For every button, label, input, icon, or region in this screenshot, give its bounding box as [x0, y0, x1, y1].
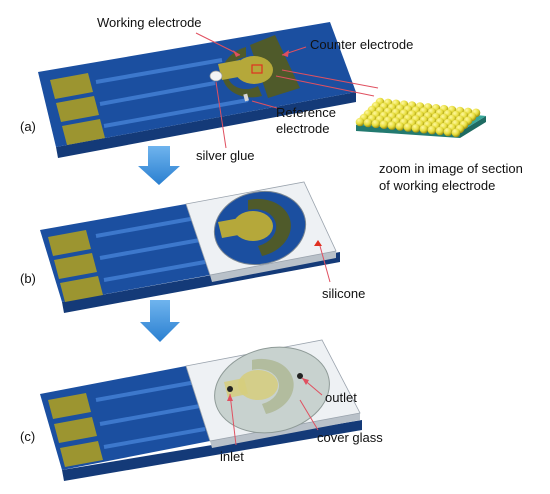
- nanosphere: [411, 124, 421, 133]
- counter-electrode-arc: [252, 358, 294, 414]
- working-electrode-lead: [218, 218, 244, 238]
- trace: [99, 81, 216, 106]
- panel-a-device: [38, 22, 356, 158]
- label-cover-glass: cover glass: [317, 430, 383, 445]
- substrate-side: [56, 92, 356, 158]
- trace: [95, 58, 223, 84]
- nanosphere: [427, 125, 437, 135]
- leader-line: [319, 245, 331, 283]
- working-electrode-disk: [235, 56, 273, 84]
- panel-label-b: (b): [20, 271, 36, 286]
- label-zoom-line1: zoom in image of section: [379, 161, 523, 176]
- nanosphere: [443, 127, 453, 137]
- label-silver-glue: silver glue: [196, 148, 255, 163]
- nanosphere: [371, 119, 381, 129]
- panel-c-device: [40, 339, 362, 481]
- panel-label-a: (a): [20, 119, 36, 134]
- label-reference-electrode-line1: Reference: [276, 105, 336, 120]
- nanosphere: [379, 120, 389, 129]
- label-inlet: inlet: [220, 449, 244, 464]
- trace: [99, 238, 201, 260]
- label-zoom-line2: of working electrode: [379, 178, 496, 193]
- trace: [103, 260, 206, 282]
- reference-electrode: [243, 93, 249, 102]
- inlet-port: [227, 386, 233, 392]
- process-arrow: [138, 146, 180, 185]
- zoom-marker: [251, 64, 263, 74]
- label-outlet: outlet: [325, 390, 357, 405]
- leader-arrowhead: [233, 50, 240, 57]
- nanosphere: [435, 126, 445, 136]
- outlet-port: [297, 373, 303, 379]
- substrate-side: [62, 420, 362, 481]
- contact-pad: [48, 393, 91, 419]
- label-working-electrode: Working electrode: [97, 15, 202, 30]
- label-silicone: silicone: [322, 286, 366, 301]
- label-reference-electrode-line2: electrode: [276, 121, 330, 136]
- process-arrow: [140, 300, 180, 342]
- panel-label-c: (c): [20, 429, 36, 444]
- nanosphere: [419, 124, 429, 134]
- working-electrode-lead: [224, 378, 248, 398]
- panel-b-device: [40, 181, 340, 313]
- nanosphere: [355, 117, 365, 127]
- contact-pad: [60, 276, 103, 302]
- nanosphere: [403, 123, 413, 132]
- leader-lines-a: [195, 32, 379, 149]
- counter-electrode-arc: [222, 47, 262, 98]
- trace: [99, 404, 201, 426]
- trace: [95, 216, 197, 238]
- contact-pad: [54, 417, 97, 443]
- nanosphere: [387, 121, 397, 130]
- trace: [103, 427, 206, 449]
- trace: [95, 380, 197, 402]
- leader-arrowhead: [227, 394, 233, 401]
- counter-electrode: [250, 35, 300, 98]
- leader-arrowhead: [282, 50, 289, 57]
- contact-pad: [60, 441, 103, 467]
- nanosphere: [395, 122, 405, 131]
- silver-glue-dot: [209, 70, 223, 82]
- counter-electrode-arc: [248, 198, 291, 256]
- leader-arrowhead: [302, 378, 309, 385]
- silicone-frame-side: [210, 251, 336, 282]
- contact-pad: [62, 119, 105, 145]
- nanosphere: [363, 118, 373, 128]
- label-counter-electrode: Counter electrode: [310, 37, 414, 52]
- zoom-base-side: [460, 116, 486, 138]
- zoom-inset: [355, 97, 486, 138]
- trace: [103, 98, 249, 128]
- contact-pad: [56, 96, 99, 122]
- working-electrode-lead: [218, 60, 244, 80]
- contact-pad: [50, 73, 93, 99]
- working-electrode-disk: [238, 370, 278, 400]
- contact-pad: [54, 253, 97, 279]
- nanosphere: [451, 128, 461, 138]
- silicone-marker: [314, 240, 322, 246]
- contact-pad: [48, 230, 91, 256]
